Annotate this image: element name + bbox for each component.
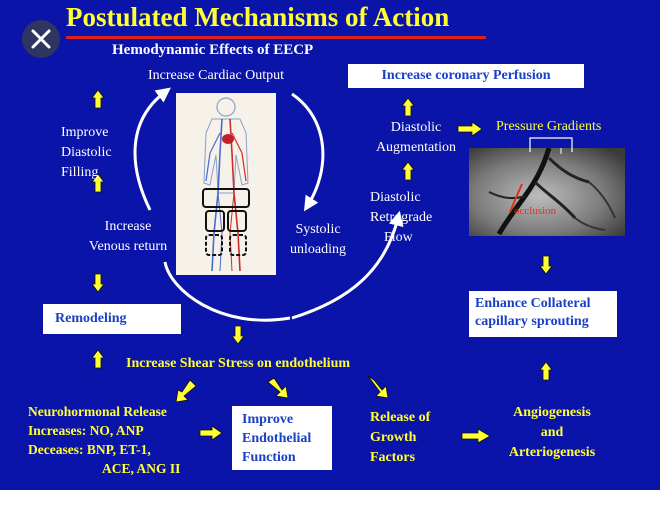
yarrow-angio-down [539,255,553,275]
label-line: Growth [370,430,417,445]
bottom-bar [0,490,660,510]
box-line: Function [242,450,296,465]
label-line: ACE, ANG II [102,461,181,476]
label-line: Improve [61,125,109,140]
label-diastolic-retrograde-flow: Diastolic Retrograde Flow [370,188,432,248]
label-line: Diastolic [61,145,112,160]
angiogram-illustration [469,148,625,236]
yarrow-to-endothelial [199,425,223,441]
occlusion-arrow [509,183,523,213]
arrow-output-to-systolic [291,92,325,212]
label-line: Diastolic [370,190,421,205]
yarrow-venous-down [91,273,105,293]
label-line: Augmentation [375,140,457,155]
label-pressure-gradients: Pressure Gradients [496,119,602,134]
label-increase-shear-stress: Increase Shear Stress on endothelium [126,356,351,371]
yarrow-filling-up [91,89,105,109]
label-line: Diastolic [390,120,442,135]
body-illustration [202,97,250,272]
yarrow-remodeling-up [91,349,105,369]
arrow-to-retrograde [291,210,404,320]
box-line: Endothelial [242,431,312,446]
angiogram-image [469,148,625,236]
label-line: Flow [384,230,413,245]
subtitle: Hemodynamic Effects of EECP [112,42,314,58]
label-increase-cardiac-output: Increase Cardiac Output [148,68,285,83]
label-line: Factors [370,450,416,465]
label-line: Increases: NO, ANP [28,423,144,438]
pressure-bracket [529,137,573,152]
label-line: Filling [61,165,99,180]
box-enhance-collateral: Enhance Collateral capillary sprouting [469,291,617,337]
yarrow-augmentation-up [401,161,415,181]
label-angiogenesis: Angiogenesis and Arteriogenesis [494,403,610,463]
label-line: Venous return [88,239,168,254]
yarrow-perfusion-up [401,97,415,117]
slide: Postulated Mechanisms of Action Hemodyna… [0,0,660,490]
label-improve-diastolic-filling: Improve Diastolic Filling [61,123,112,183]
box-improve-endothelial-function: Improve Endothelial Function [232,406,332,470]
label-line: Increase [104,219,152,234]
arrow-venous-to-output [133,87,171,211]
label-line: unloading [290,242,346,257]
label-line: Release of [370,410,431,425]
label-line: Deceases: BNP, ET-1, [28,442,151,457]
label-line: Angiogenesis [513,405,591,420]
yarrow-diag-right [367,375,389,399]
close-icon [31,29,51,49]
label-increase-venous-return: Increase Venous return [78,217,178,257]
yarrow-diag-left [175,379,197,403]
yarrow-shear-down [231,325,245,345]
yarrow-to-angiogenesis [461,428,491,444]
box-line: capillary sprouting [475,314,589,329]
close-button[interactable] [22,20,60,58]
label-line: Neurohormonal Release [28,404,167,419]
yarrow-collateral-up [539,361,553,381]
title-underline [66,36,486,39]
yarrow-venous-up [91,173,105,193]
label-neurohormonal-release: Neurohormonal Release Increases: NO, ANP… [28,402,180,478]
connector-layer [91,87,573,444]
label-systolic-unloading: Systolic unloading [283,220,353,260]
label-occlusion: occlusion [514,205,557,217]
label-line: Systolic [295,222,341,237]
box-line: Enhance Collateral [475,296,591,311]
label-line: Retrograde [370,210,433,225]
label-line: and [540,425,564,440]
label-release-growth-factors: Release of Growth Factors [370,408,430,468]
page-title: Postulated Mechanisms of Action [66,2,450,32]
box-line: Improve [242,412,294,427]
yarrow-to-pressure [457,121,483,137]
box-remodeling: Remodeling [43,304,181,334]
box-increase-coronary-perfusion: Increase coronary Perfusion [348,64,584,88]
arrow-shear-curve [163,261,291,322]
label-line: Arteriogenesis [508,445,596,460]
yarrow-diag-mid [267,377,289,399]
eecp-body-figure [176,93,276,275]
label-diastolic-augmentation: Diastolic Augmentation [366,118,466,158]
